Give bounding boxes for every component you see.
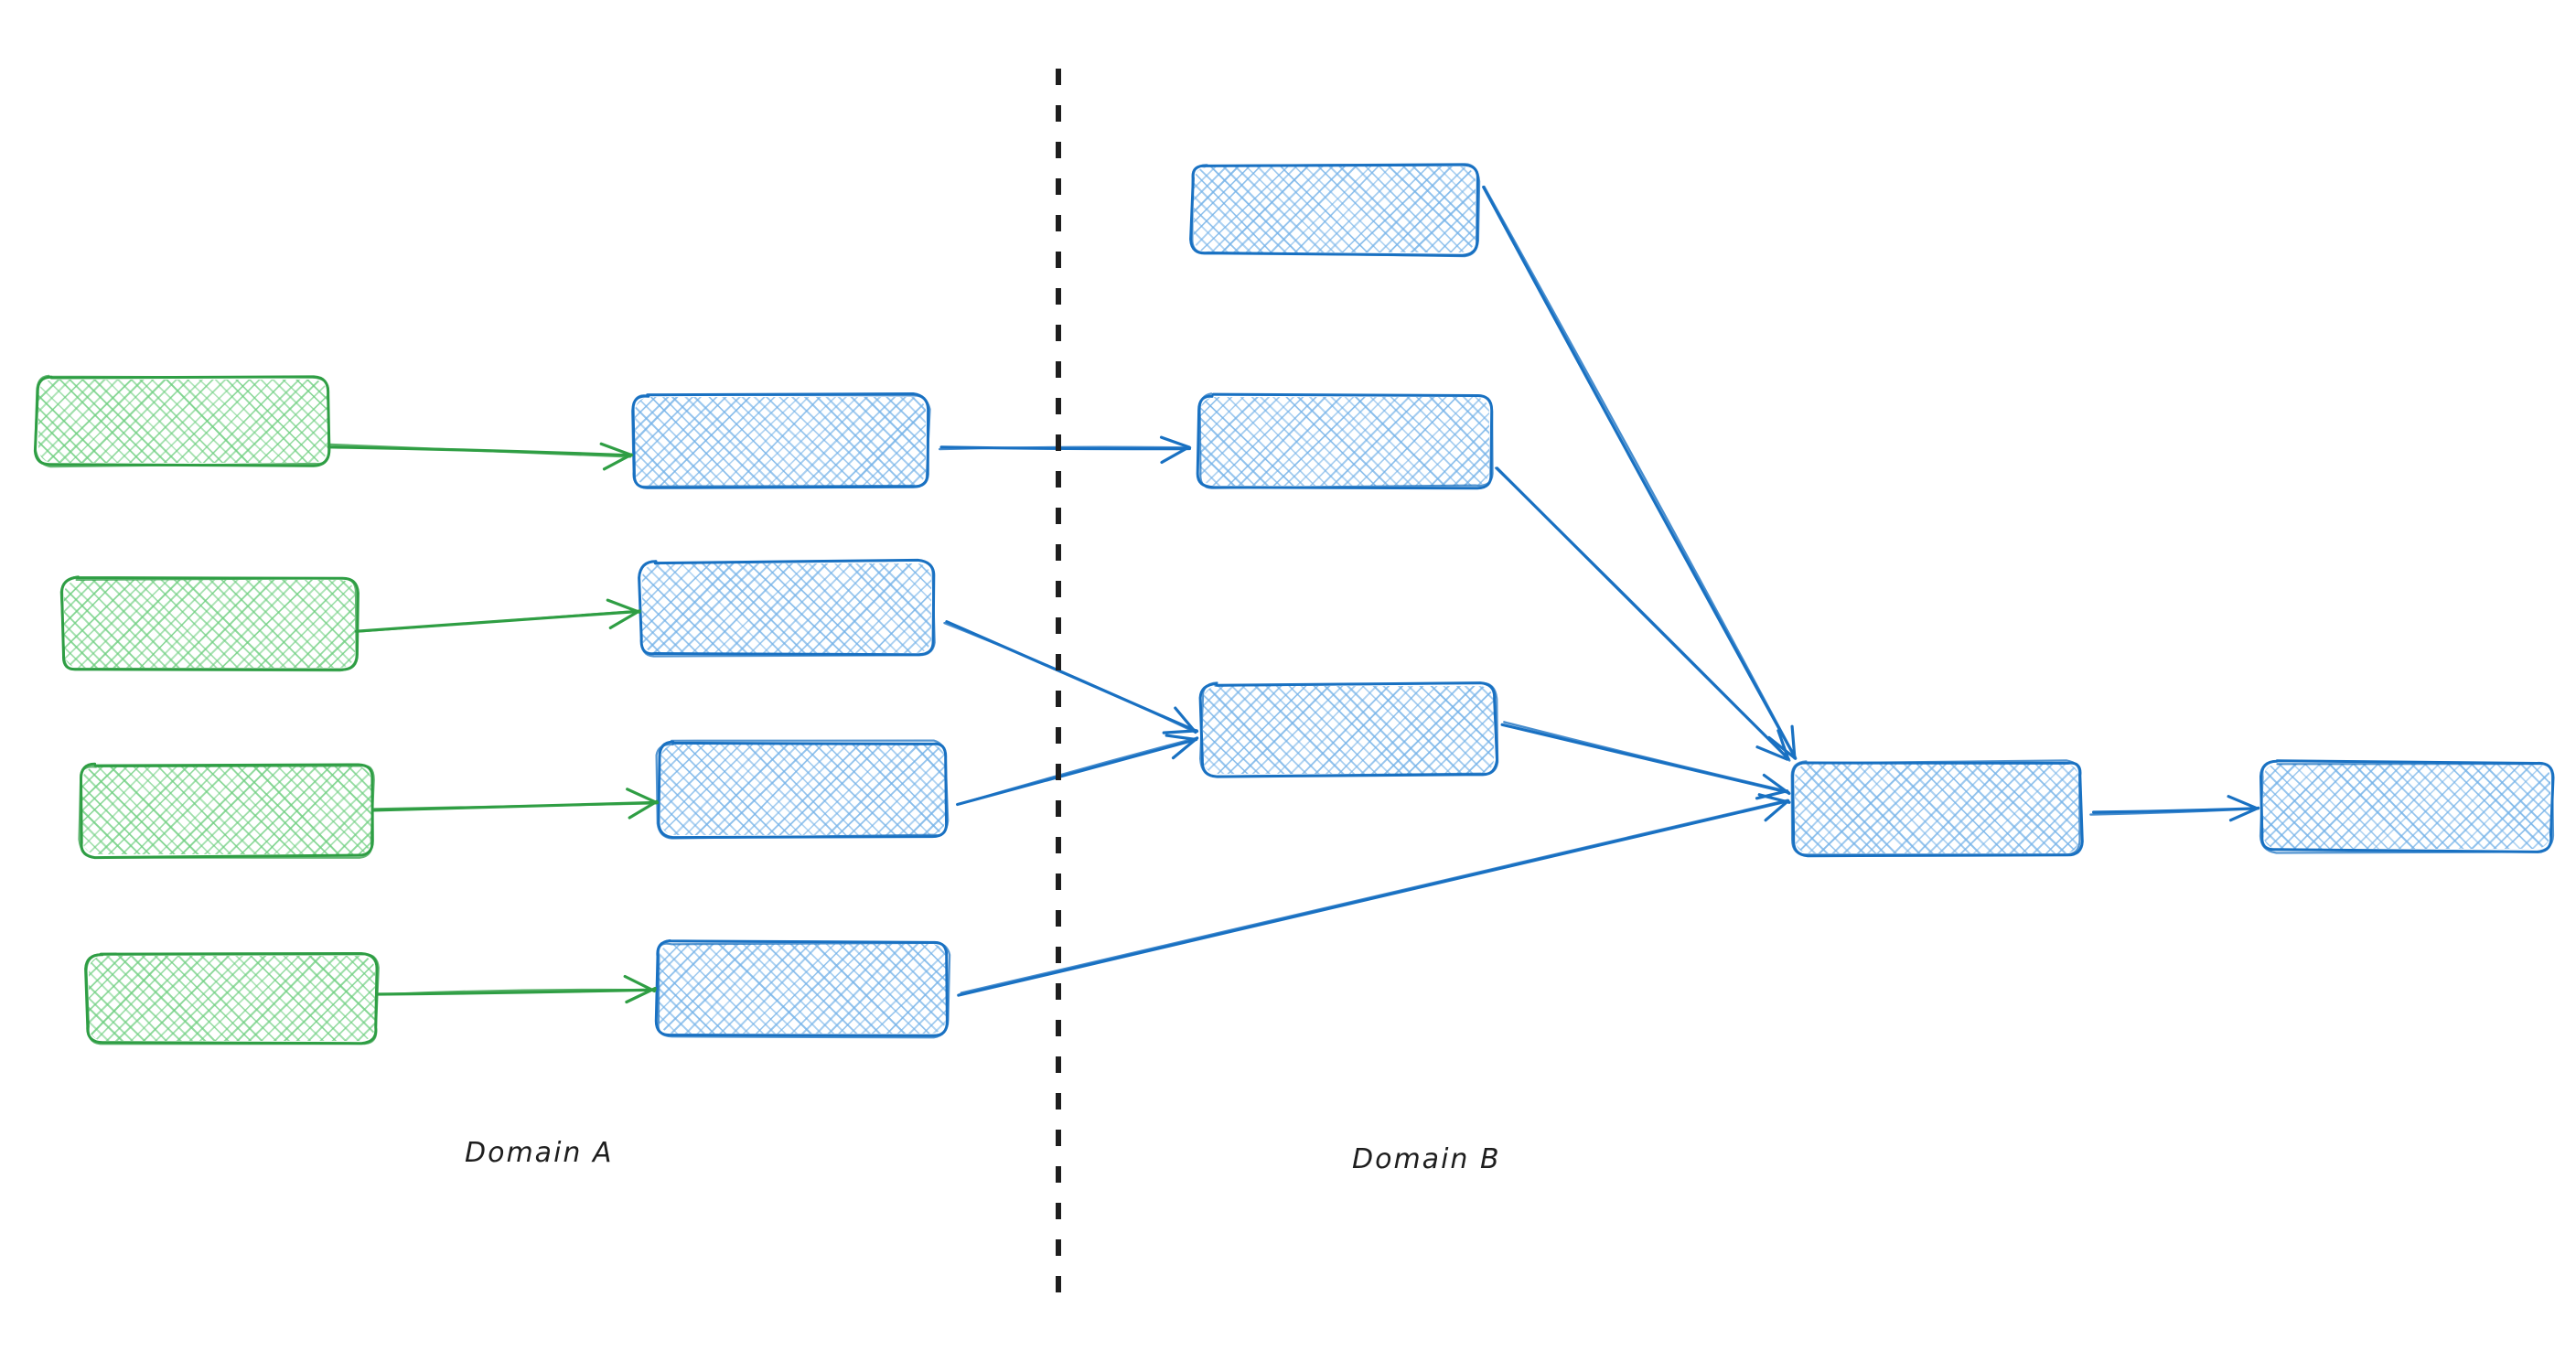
node-a-mid-2[interactable]: [548, 558, 1116, 658]
edge-e-mid4-bjoin[interactable]: [957, 793, 1791, 997]
edge-e-src3-mid3[interactable]: [371, 788, 660, 820]
edge-e-mid3-blow[interactable]: [956, 734, 1199, 807]
node-b-top[interactable]: [1102, 163, 1656, 258]
node-a-mid-4[interactable]: [563, 939, 1134, 1039]
node-a-src-4[interactable]: [0, 952, 550, 1045]
node-b-mid[interactable]: [1106, 392, 1674, 490]
edge-e-src1-mid1[interactable]: [327, 442, 634, 471]
edge-e-mid2-blow[interactable]: [943, 620, 1199, 734]
node-b-join[interactable]: [1699, 759, 2258, 858]
node-b-out[interactable]: [2174, 759, 2576, 854]
domain-a-label: Domain A: [465, 1137, 614, 1169]
edge-e-mid1-btop[interactable]: [939, 435, 1192, 465]
node-a-src-2[interactable]: [0, 575, 539, 672]
node-a-src-1[interactable]: [0, 374, 500, 468]
edge-e-btop-bjoin[interactable]: [1482, 185, 1798, 760]
edge-e-src4-mid4[interactable]: [375, 974, 657, 1004]
node-a-mid-3[interactable]: [564, 739, 1135, 840]
domain-b-label: Domain B: [1352, 1143, 1501, 1175]
edge-e-bmid-bjoin[interactable]: [1495, 466, 1791, 762]
node-a-mid-1[interactable]: [540, 392, 1109, 489]
edge-e-blow-bjoin[interactable]: [1500, 721, 1791, 800]
edge-e-src2-mid2[interactable]: [354, 598, 641, 633]
node-b-low[interactable]: [1109, 681, 1679, 778]
edge-e-bjoin-bout[interactable]: [2089, 795, 2260, 822]
node-a-src-3[interactable]: [0, 762, 545, 860]
